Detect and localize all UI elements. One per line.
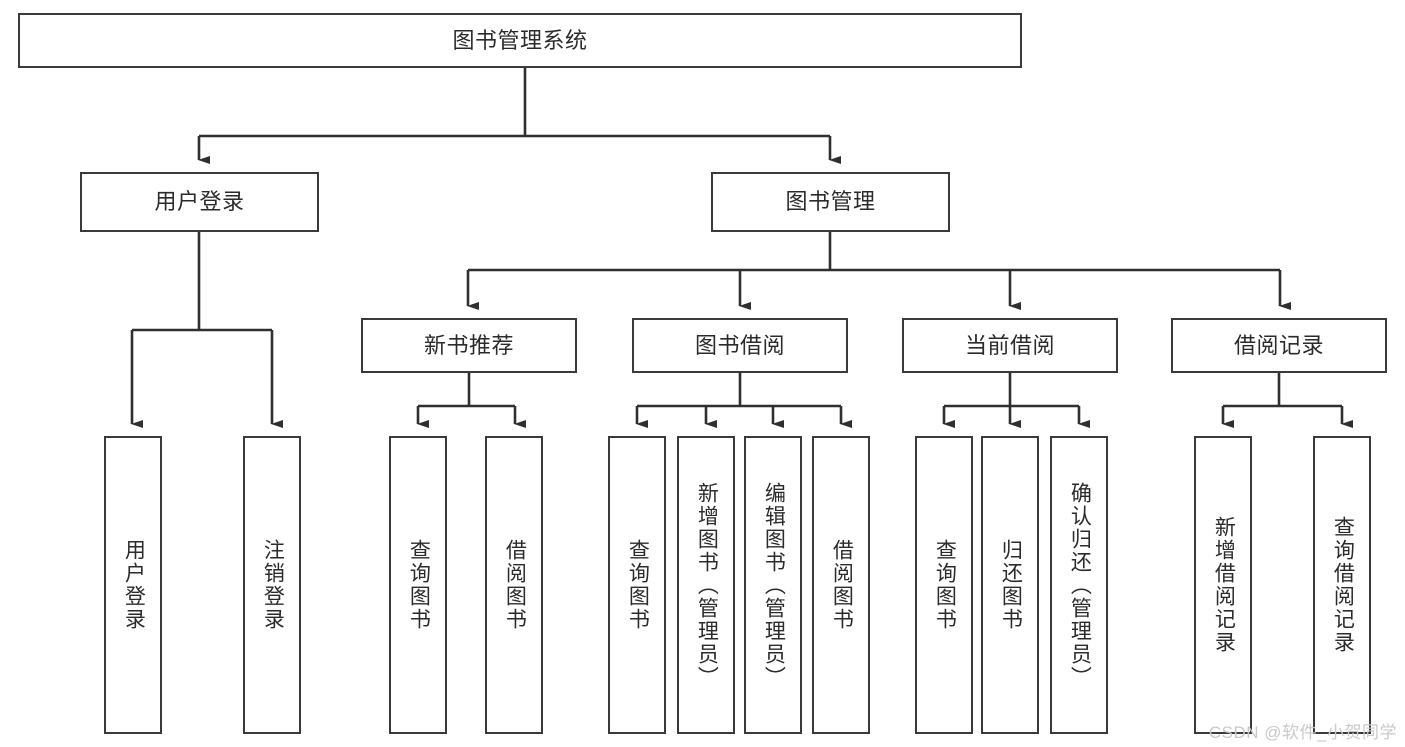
leaf-add-book-admin[interactable]: 新增图书（管理员） [677, 436, 735, 734]
leaf-add-borrow-record-label: 新增借阅记录 [1212, 516, 1236, 654]
leaf-user-login[interactable]: 用户登录 [104, 436, 162, 734]
leaf-borrow-book[interactable]: 借阅图书 [812, 436, 870, 734]
node-user-login-label: 用户登录 [154, 189, 245, 215]
leaf-borrow-query-book-label: 查询图书 [626, 539, 650, 631]
leaf-user-login-label: 用户登录 [122, 539, 146, 631]
node-user-login[interactable]: 用户登录 [80, 172, 319, 232]
leaf-current-query-book-label: 查询图书 [933, 539, 957, 631]
leaf-confirm-return-admin[interactable]: 确认归还（管理员） [1050, 436, 1108, 734]
leaf-edit-book-admin-label: 编辑图书（管理员） [762, 481, 786, 689]
leaf-recommend-query-book-label: 查询图书 [407, 539, 431, 631]
leaf-return-book[interactable]: 归还图书 [981, 436, 1039, 734]
node-book-borrow[interactable]: 图书借阅 [632, 318, 848, 373]
leaf-logout[interactable]: 注销登录 [243, 436, 301, 734]
node-root[interactable]: 图书管理系统 [18, 13, 1022, 68]
node-current-borrow[interactable]: 当前借阅 [902, 318, 1118, 373]
leaf-current-query-book[interactable]: 查询图书 [915, 436, 973, 734]
leaf-edit-book-admin[interactable]: 编辑图书（管理员） [744, 436, 802, 734]
leaf-query-borrow-record[interactable]: 查询借阅记录 [1313, 436, 1371, 734]
leaf-confirm-return-admin-label: 确认归还（管理员） [1068, 481, 1092, 689]
node-root-label: 图书管理系统 [452, 27, 588, 53]
watermark-text: CSDN @软件_小贺同学 [1208, 723, 1397, 742]
node-book-borrow-label: 图书借阅 [694, 332, 785, 358]
leaf-add-book-admin-label: 新增图书（管理员） [695, 481, 719, 689]
node-new-book-recommend-label: 新书推荐 [423, 332, 514, 358]
leaf-return-book-label: 归还图书 [999, 539, 1023, 631]
leaf-recommend-borrow-book-label: 借阅图书 [503, 539, 527, 631]
node-current-borrow-label: 当前借阅 [964, 332, 1055, 358]
leaf-query-borrow-record-label: 查询借阅记录 [1331, 516, 1355, 654]
leaf-recommend-borrow-book[interactable]: 借阅图书 [485, 436, 543, 734]
leaf-logout-label: 注销登录 [261, 539, 285, 631]
leaf-borrow-book-label: 借阅图书 [830, 539, 854, 631]
node-borrow-records[interactable]: 借阅记录 [1171, 318, 1387, 373]
node-borrow-records-label: 借阅记录 [1233, 332, 1324, 358]
node-book-management[interactable]: 图书管理 [711, 172, 950, 232]
node-book-management-label: 图书管理 [785, 189, 876, 215]
leaf-borrow-query-book[interactable]: 查询图书 [608, 436, 666, 734]
node-new-book-recommend[interactable]: 新书推荐 [361, 318, 577, 373]
leaf-add-borrow-record[interactable]: 新增借阅记录 [1194, 436, 1252, 734]
leaf-recommend-query-book[interactable]: 查询图书 [389, 436, 447, 734]
